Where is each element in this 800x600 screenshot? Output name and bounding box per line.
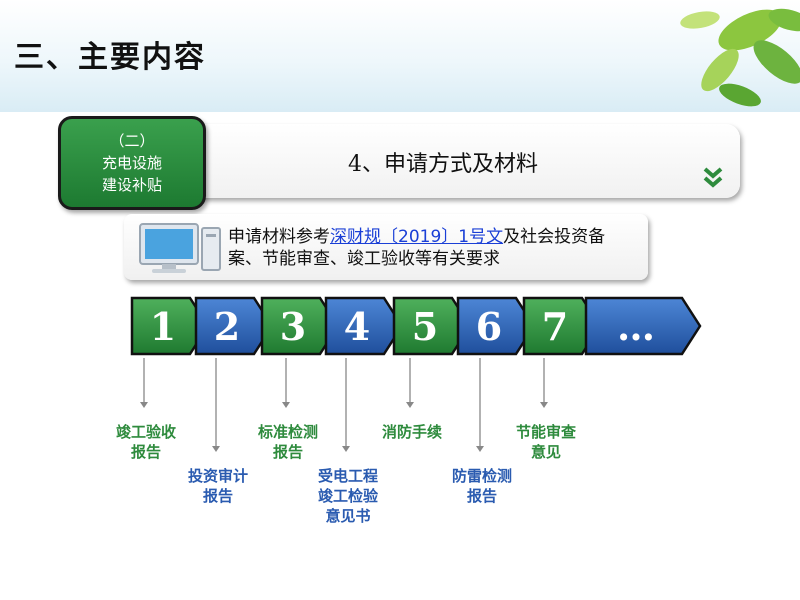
step-number-6: 6 (476, 304, 502, 349)
section-header-title: 4、申请方式及材料 (348, 152, 538, 177)
step-label-3: 标准检测报告 (257, 423, 318, 461)
section-tag-line3: 建设补贴 (101, 176, 162, 194)
connector-arrowhead-1 (140, 402, 148, 408)
info-text: 申请材料参考深财规〔2019〕1号文及社会投资备案、节能审查、竣工验收等有关要求 (228, 226, 638, 270)
step-number-8: … (617, 304, 655, 349)
slide-title: 三、主要内容 (14, 40, 206, 75)
step-number-1: 1 (150, 304, 176, 349)
top-band (0, 0, 800, 112)
section-header-bar: 4、申请方式及材料 (196, 124, 740, 198)
connector-arrowhead-3 (282, 402, 290, 408)
step-label-2: 投资审计报告 (187, 467, 248, 505)
connector-arrowhead-7 (540, 402, 548, 408)
step-number-2: 2 (214, 304, 240, 349)
leaves-decoration-icon (680, 8, 800, 107)
connector-arrowhead-4 (342, 446, 350, 452)
regulation-link[interactable]: 深财规〔2019〕1号文 (330, 227, 504, 247)
step-label-5: 消防手续 (381, 423, 442, 441)
section-tag: （二） 充电设施 建设补贴 (58, 116, 206, 210)
step-number-5: 5 (412, 304, 438, 349)
connector-arrowhead-2 (212, 446, 220, 452)
step-label-6: 防雷检测报告 (451, 467, 512, 505)
info-box: 申请材料参考深财规〔2019〕1号文及社会投资备案、节能审查、竣工验收等有关要求 (124, 214, 648, 280)
step-number-7: 7 (542, 304, 568, 349)
step-label-1: 竣工验收报告 (115, 423, 176, 461)
info-suffix: 及社会投资备案、节能审查、竣工验收等有关要求 (228, 227, 606, 269)
step-label-7: 节能审查意见 (515, 423, 576, 461)
step-number-3: 3 (280, 304, 306, 349)
connector-arrowhead-5 (406, 402, 414, 408)
step-label-4: 受电工程竣工检验意见书 (317, 467, 378, 525)
step-number-4: 4 (344, 304, 370, 349)
connector-arrowhead-6 (476, 446, 484, 452)
step-arrow-8 (584, 296, 702, 356)
section-tag-line1: （二） (109, 132, 155, 150)
double-chevron-down-icon[interactable] (702, 166, 724, 190)
computer-monitor-icon (139, 223, 221, 273)
section-tag-line2: 充电设施 (101, 154, 162, 172)
info-prefix: 申请材料参考 (228, 227, 330, 247)
